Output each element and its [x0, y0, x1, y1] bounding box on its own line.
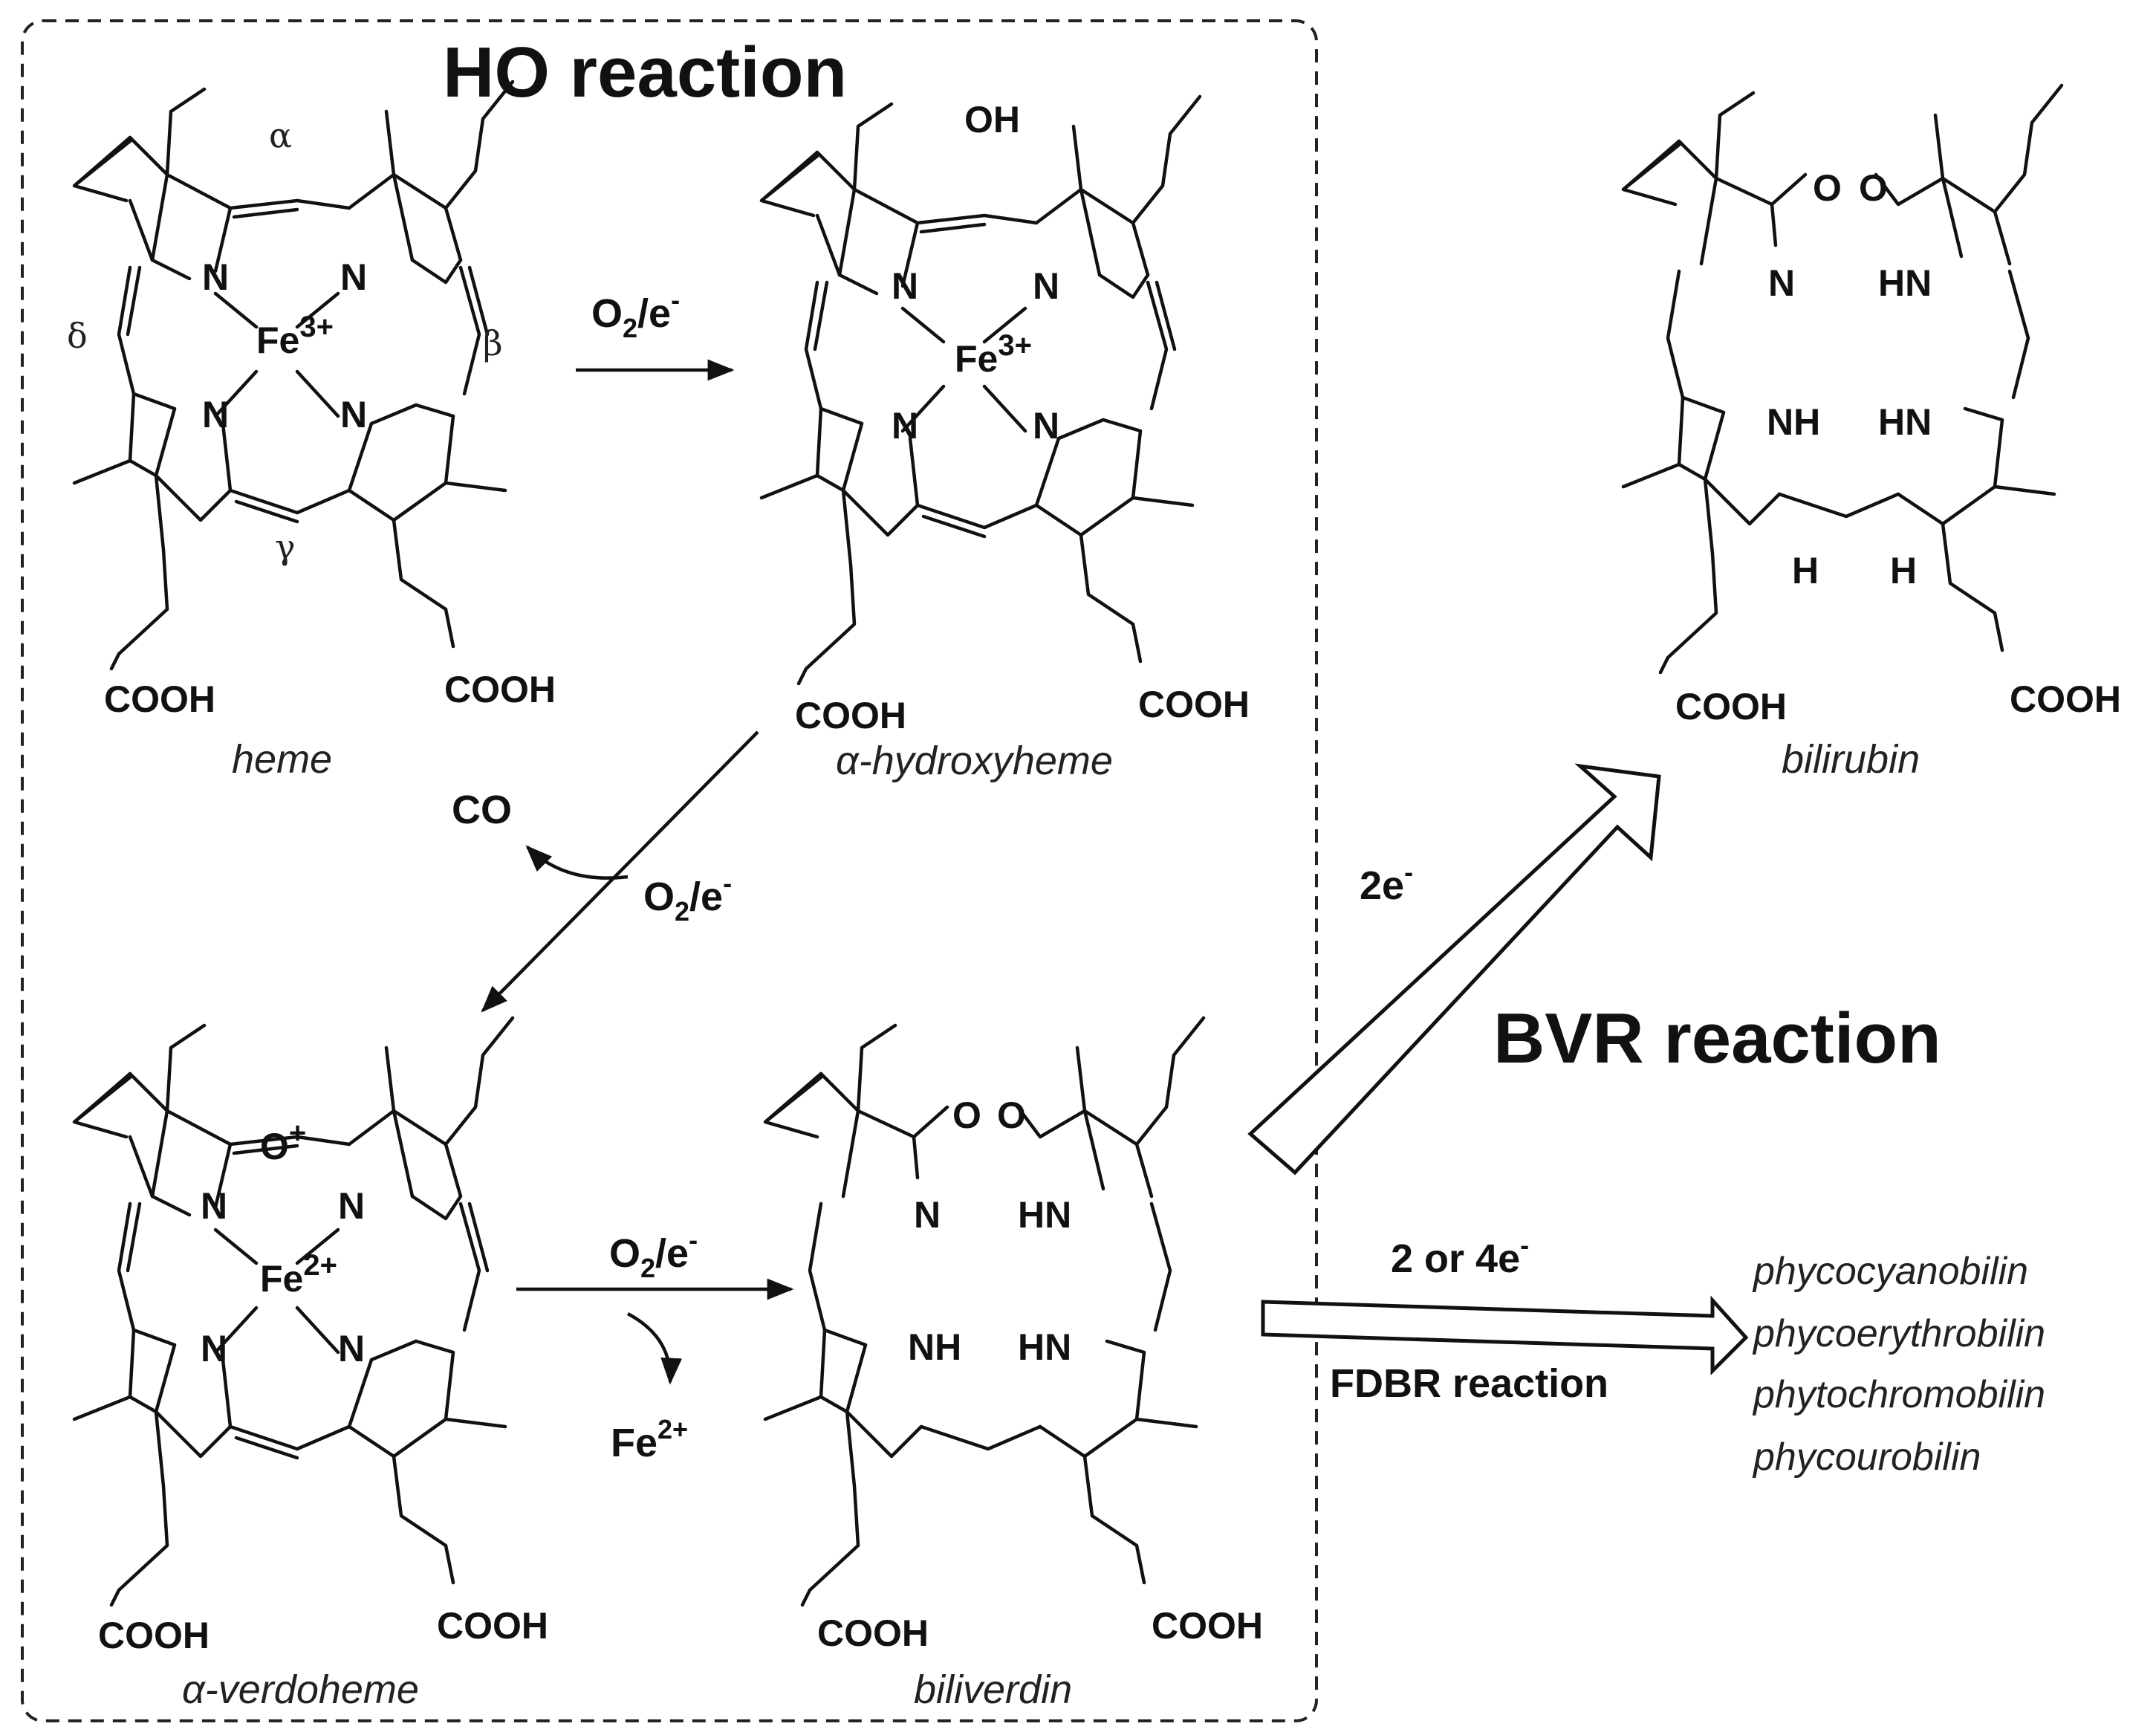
hydroxyheme-n1: N [892, 265, 918, 307]
bvr-reaction-title: BVR reaction [1493, 999, 1941, 1078]
heme-n1: N [202, 256, 229, 298]
fdbr-electrons-label: 2 or 4e- [1391, 1230, 1529, 1281]
biliverdin-label: biliverdin [914, 1667, 1072, 1712]
verdoheme-n3: N [201, 1328, 227, 1369]
ho-reaction-box [21, 19, 1318, 1722]
bvr-2e-label: 2e- [1360, 857, 1413, 908]
hydroxyheme-cooh-right: COOH [1138, 684, 1250, 725]
verdoheme-fe: Fe2+ [260, 1249, 337, 1300]
condition-o2-3: O2/e- [609, 1225, 698, 1283]
verdoheme-n2: N [338, 1185, 365, 1227]
verdoheme-cooh-right: COOH [437, 1605, 548, 1647]
heme-alpha: α [269, 115, 292, 155]
fdbr-hollow-arrow [1261, 1295, 1749, 1376]
co-release-arrow [525, 845, 629, 880]
bilirubin-cooh-left: COOH [1675, 686, 1787, 727]
bilirubin-nh: NH [1767, 401, 1820, 443]
biliverdin-o-right: O [997, 1094, 1026, 1136]
biliverdin-n: N [914, 1194, 941, 1236]
biliverdin-structure [763, 1016, 1206, 1607]
ho-reaction-title: HO reaction [443, 33, 847, 112]
biliverdin-cooh-right: COOH [1152, 1605, 1263, 1647]
bilirubin-n: N [1768, 262, 1795, 304]
bilirubin-structure [1621, 83, 2064, 675]
biliverdin-nh: NH [908, 1326, 961, 1368]
product-phytochromobilin: phytochromobilin [1752, 1373, 2045, 1416]
heme-label: heme [232, 737, 332, 782]
verdoheme-structure [72, 1016, 515, 1607]
heme-cooh-right: COOH [444, 669, 556, 710]
product-phycocyanobilin: phycocyanobilin [1752, 1250, 2028, 1293]
biliverdin-hn-top: HN [1018, 1194, 1071, 1236]
verdoheme-n1: N [201, 1185, 227, 1227]
bilirubin-o-left: O [1813, 167, 1842, 209]
heme-n3: N [202, 394, 229, 435]
hydroxyheme-oh: OH [964, 99, 1020, 140]
fe2-release-label: Fe2+ [611, 1414, 688, 1465]
heme-n2: N [340, 256, 367, 298]
verdoheme-n4: N [338, 1328, 365, 1369]
bilirubin-cooh-right: COOH [2010, 678, 2121, 720]
hydroxyheme-fe: Fe3+ [955, 329, 1032, 380]
hydroxyheme-n4: N [1033, 405, 1059, 447]
condition-o2-2: O2/e- [643, 868, 732, 927]
heme-beta: β [483, 323, 503, 363]
hydroxyheme-n2: N [1033, 265, 1059, 307]
heme-delta: δ [67, 316, 88, 356]
hydroxyheme-structure [759, 94, 1202, 686]
product-phycoerythrobilin: phycoerythrobilin [1752, 1312, 2045, 1355]
fe-release-arrow [626, 1312, 682, 1385]
heme-structure [72, 80, 515, 671]
co-label: CO [452, 788, 512, 832]
fdbr-reaction-label: FDBR reaction [1330, 1361, 1608, 1406]
verdoheme-cooh-left: COOH [98, 1615, 210, 1656]
heme-n4: N [340, 394, 367, 435]
bilirubin-hn-bottom: HN [1878, 401, 1932, 443]
heme-fe: Fe3+ [256, 311, 334, 361]
bilirubin-hn-top: HN [1878, 262, 1932, 304]
bvr-hollow-arrow [1247, 763, 1661, 1175]
biliverdin-o-left: O [952, 1094, 981, 1136]
heme-cooh-left: COOH [104, 678, 215, 720]
biliverdin-hn-bottom: HN [1018, 1326, 1071, 1368]
condition-o2-1: O2/e- [591, 285, 680, 343]
verdoheme-label: α-verdoheme [182, 1667, 419, 1712]
bilirubin-h-left: H [1792, 550, 1819, 591]
hydroxyheme-cooh-left: COOH [795, 695, 906, 736]
heme-gamma: γ [275, 527, 296, 567]
bilirubin-label: bilirubin [1782, 737, 1920, 782]
hydroxyheme-label: α-hydroxyheme [836, 739, 1113, 783]
bilirubin-o-right: O [1859, 167, 1888, 209]
hydroxyheme-n3: N [892, 405, 918, 447]
verdoheme-oplus: O+ [260, 1117, 306, 1167]
biliverdin-cooh-left: COOH [817, 1612, 929, 1654]
bilirubin-h-right: H [1890, 550, 1917, 591]
product-phycourobilin: phycourobilin [1752, 1436, 1981, 1479]
arrow-hydroxyheme-to-verdoheme [481, 730, 759, 1013]
